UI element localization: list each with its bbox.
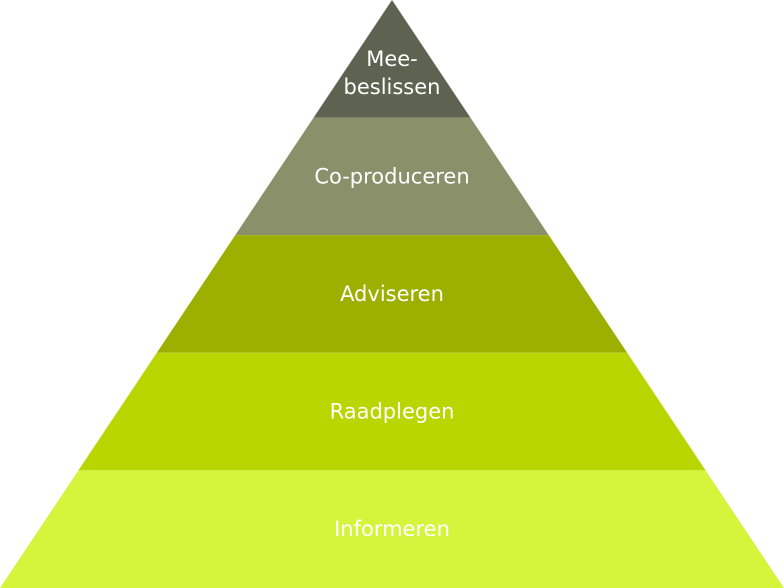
pyramid-level-shape — [235, 117, 549, 236]
pyramid-level-label: Mee- — [366, 47, 418, 71]
pyramid-level: Co-produceren — [235, 117, 549, 236]
pyramid-level: Raadplegen — [78, 352, 706, 471]
pyramid-level: Informeren — [0, 470, 784, 588]
pyramid-level-shape — [0, 470, 784, 588]
pyramid-level-label: Raadplegen — [330, 400, 455, 424]
pyramid-level-label: beslissen — [344, 75, 441, 99]
pyramid-level-label: Adviseren — [340, 282, 444, 306]
pyramid-level-shape — [78, 352, 706, 471]
pyramid-level-shape — [313, 0, 471, 118]
pyramid-level-shape — [156, 235, 628, 353]
pyramid-level: Mee-beslissen — [313, 0, 471, 118]
pyramid-level-label: Informeren — [334, 517, 450, 541]
pyramid-level: Adviseren — [156, 235, 628, 353]
pyramid-level-label: Co-produceren — [314, 164, 469, 188]
